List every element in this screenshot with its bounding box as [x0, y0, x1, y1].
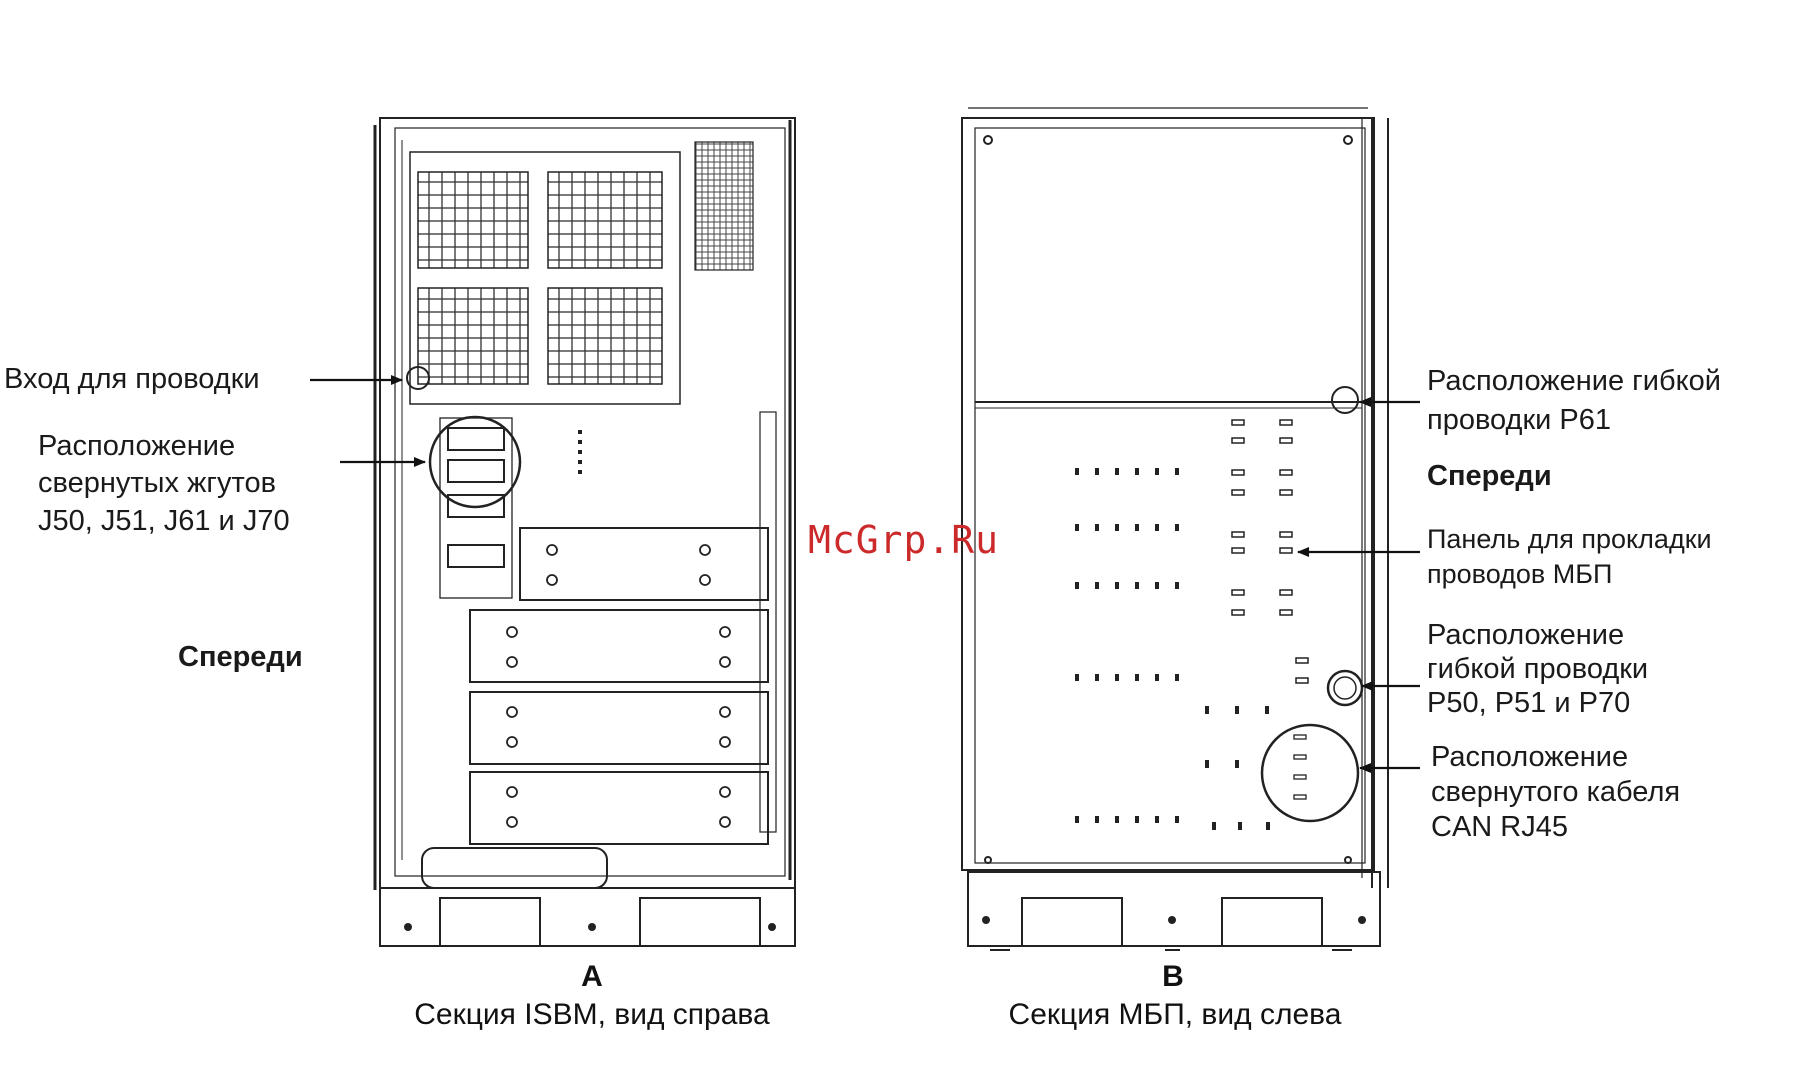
label-can-line3: CAN RJ45	[1431, 809, 1568, 846]
ups-cabinet	[962, 108, 1388, 950]
watermark: McGrp.Ru	[808, 518, 999, 562]
label-p50-line2: гибкой проводки	[1427, 651, 1648, 688]
label-p50-line1: Расположение	[1427, 617, 1624, 654]
label-panel-line2: проводов МБП	[1427, 556, 1612, 593]
label-wiring-input: Вход для проводки	[4, 361, 260, 398]
isbm-cabinet	[375, 118, 795, 946]
label-panel-line1: Панель для прокладки	[1427, 521, 1712, 558]
panel-a-caption: Секция ISBM, вид справа	[342, 998, 842, 1032]
label-p50-line3: P50, P51 и P70	[1427, 685, 1630, 722]
label-p61-line1: Расположение гибкой	[1427, 363, 1721, 400]
panel-b-caption: Секция МБП, вид слева	[925, 998, 1425, 1032]
label-p61-line2: проводки P61	[1427, 402, 1611, 439]
label-front-b: Спереди	[1427, 458, 1552, 495]
label-can-line1: Расположение	[1431, 739, 1628, 776]
label-harness-line3: J50, J51, J61 и J70	[38, 503, 290, 540]
panel-a-letter: A	[562, 960, 622, 994]
label-harness-line2: свернутых жгутов	[38, 465, 276, 502]
panel-b-letter: B	[1143, 960, 1203, 994]
label-can-line2: свернутого кабеля	[1431, 774, 1680, 811]
label-front-a: Спереди	[178, 639, 303, 676]
label-harness-line1: Расположение	[38, 428, 235, 465]
